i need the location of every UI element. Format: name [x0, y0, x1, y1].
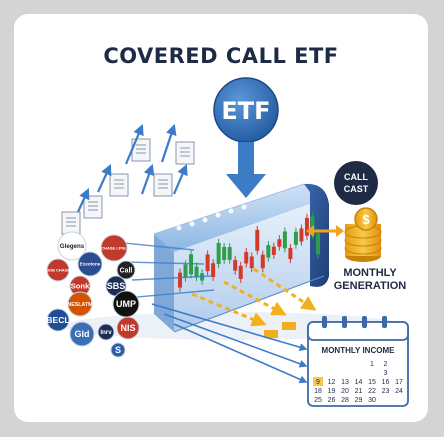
- company-logo-text: Exxotone: [80, 262, 101, 267]
- calendar-day: 22: [368, 388, 376, 395]
- company-logo-text: SBS: [107, 281, 126, 291]
- company-logo: UMP: [112, 290, 140, 318]
- coin-stack-icon: $: [344, 207, 382, 262]
- gold-bar: [264, 330, 278, 338]
- candlestick: [222, 242, 227, 265]
- company-logo-text: NESLATM: [67, 302, 93, 308]
- calendar-highlight: [313, 377, 323, 386]
- company-logo-text: Sonk: [71, 282, 91, 291]
- company-logo-text: CHASE LPNL: [101, 245, 127, 250]
- company-logo: BECL: [46, 308, 70, 332]
- company-logo: CHASE LPNL: [100, 234, 128, 262]
- candlestick: [244, 248, 249, 268]
- calendar-day: 23: [382, 388, 390, 395]
- calendar-day: 19: [328, 388, 336, 395]
- gold-bar: [282, 322, 296, 330]
- svg-text:CAST: CAST: [344, 184, 369, 194]
- calendar-day: 25: [314, 397, 322, 404]
- calendar-day: 3: [384, 370, 388, 377]
- calendar-day: 13: [341, 379, 349, 386]
- candlestick: [288, 243, 293, 264]
- holding-lines: [113, 241, 215, 299]
- etf-tube: [153, 183, 329, 333]
- monthly-generation-label: MONTHLY: [343, 267, 397, 279]
- company-logo-text: NIS: [120, 323, 135, 333]
- company-logo: NOB CHASE: [46, 258, 70, 282]
- calendar-day: 15: [368, 379, 376, 386]
- down-arrow-icon: [226, 142, 266, 198]
- svg-text:CALL: CALL: [344, 172, 368, 182]
- candlestick: [211, 259, 216, 282]
- calendar-title: MONTHLY INCOME: [322, 346, 396, 355]
- candlestick: [216, 238, 221, 268]
- calendar-day: 21: [355, 388, 363, 395]
- company-logo-text: BECL: [46, 315, 69, 325]
- company-logo-text: NOB CHASE: [46, 267, 70, 272]
- calendar-day: 17: [395, 379, 403, 386]
- calendar-day: 1: [370, 361, 374, 368]
- company-logo: Glegens: [57, 231, 87, 261]
- income-flow-arrows: [191, 267, 317, 327]
- candlestick: [260, 250, 265, 273]
- calendar-day: 30: [368, 397, 376, 404]
- company-logo: Inrv: [97, 323, 115, 341]
- upward-arrows: [76, 123, 188, 213]
- page-title: COVERED CALL ETF: [103, 44, 339, 68]
- double-arrow-icon: [306, 225, 344, 237]
- infographic-card: COVERED CALL ETF: [14, 14, 428, 422]
- candlestick: [304, 213, 309, 240]
- candlestick: [299, 224, 304, 246]
- company-logo: Exxotone: [77, 251, 103, 277]
- company-logo: NIS: [116, 316, 140, 340]
- holdings-logos: Glegens CHASE LPNL NOB CHASE ExxotoneCallSo…: [46, 231, 140, 358]
- company-logo-text: Gld: [75, 329, 90, 339]
- candlestick: [194, 262, 199, 282]
- calendar-day: 24: [395, 388, 403, 395]
- candlestick: [271, 242, 276, 259]
- candlestick: [238, 261, 243, 283]
- company-logo-text: Call: [120, 267, 133, 274]
- calendar-day: 29: [355, 397, 363, 404]
- company-logo-text: Glegens: [60, 243, 85, 250]
- candlestick: [282, 227, 287, 253]
- company-logo: S: [110, 342, 126, 358]
- candlestick: [233, 256, 238, 275]
- monthly-generation-label: GENERATION: [334, 280, 407, 292]
- calendar-day: 16: [382, 379, 390, 386]
- candlestick: [255, 225, 260, 255]
- calendar-day: 28: [341, 397, 349, 404]
- candlestick: [178, 268, 182, 292]
- candlestick: [293, 227, 298, 249]
- calendar-day: 9: [316, 379, 320, 386]
- calendar-day: 14: [355, 379, 363, 386]
- calendar-day: 26: [328, 397, 336, 404]
- candlestick: [316, 229, 320, 259]
- candlestick: [249, 252, 254, 273]
- company-logo-text: S: [115, 345, 121, 355]
- call-cast-badge: CALL CAST: [334, 161, 378, 205]
- company-logo: NESLATM: [67, 291, 93, 317]
- document-icons: [61, 138, 195, 235]
- company-logo-text: Inrv: [100, 329, 112, 336]
- candlestick: [277, 235, 282, 251]
- calendar-day: 2: [384, 361, 388, 368]
- company-logo: Gld: [69, 321, 95, 347]
- etf-illustration: ETF CALL CAST $ M: [46, 77, 409, 407]
- candlestick: [205, 250, 210, 276]
- calendar-lines: [151, 303, 308, 384]
- company-logo-text: UMP: [116, 299, 136, 309]
- candlestick: [227, 243, 232, 264]
- calendar-day: 20: [341, 388, 349, 395]
- candlestick: [266, 241, 271, 262]
- svg-text:ETF: ETF: [221, 97, 270, 125]
- company-logo: Call: [116, 260, 136, 280]
- calendar-day: 12: [328, 379, 336, 386]
- candlestick-chart: [178, 212, 320, 292]
- calendar-day: 18: [314, 388, 322, 395]
- etf-badge: ETF: [213, 77, 279, 143]
- svg-text:$: $: [362, 212, 370, 227]
